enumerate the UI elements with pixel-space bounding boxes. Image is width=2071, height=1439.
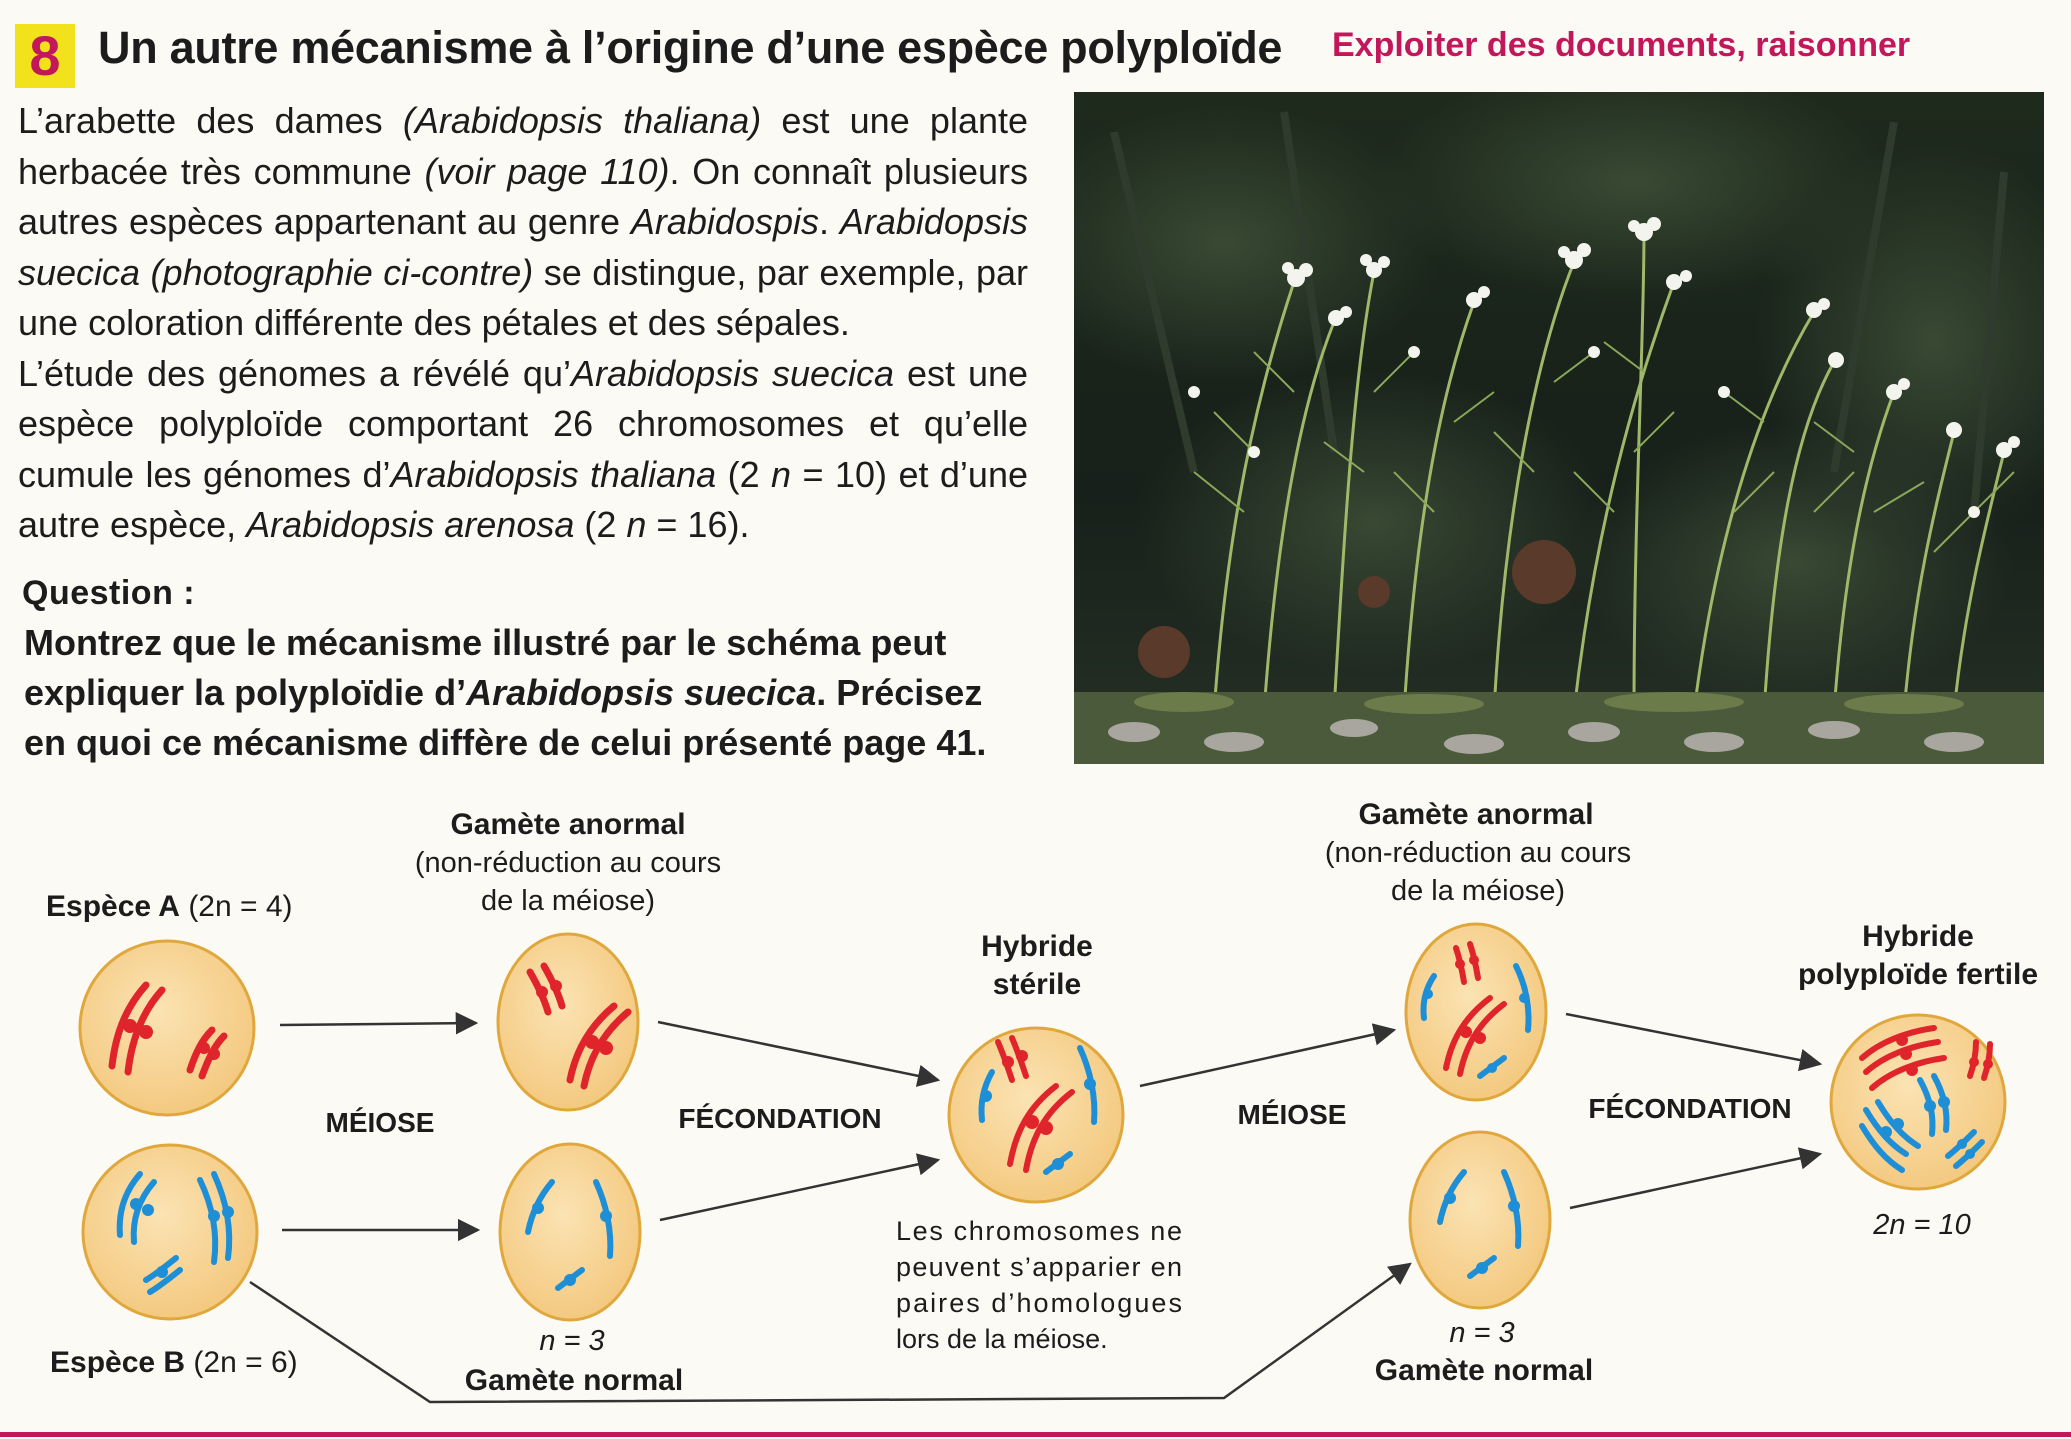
- abnormal-gamete-2-note-2: de la méiose): [1391, 875, 1565, 907]
- normal-gamete-2-cell: [1408, 1130, 1552, 1310]
- fertile-hybrid-title-2: polyploïde fertile: [1798, 958, 2038, 991]
- fertile-hybrid-centromeres: [1880, 1034, 1993, 1159]
- species-italic: Arabidopsis arenosa: [246, 504, 575, 545]
- species-italic: (Arabidopsis thaliana): [402, 100, 762, 141]
- fecondation-2-label: FÉCONDATION: [1588, 1093, 1791, 1124]
- exercise-number-badge: 8: [15, 24, 75, 88]
- page-bottom-rule: [0, 1432, 2071, 1437]
- question-label: Question :: [22, 574, 196, 612]
- normal-gamete-1-n: n = 3: [539, 1325, 604, 1357]
- sterile-note-line: peuvent s’apparier en: [896, 1252, 1182, 1282]
- sterile-hybrid-title-2: stérile: [993, 968, 1081, 1001]
- intro-paragraph-2: L’étude des génomes a révélé qu’Arabidop…: [18, 349, 1028, 551]
- intro-text-run: .: [818, 201, 840, 242]
- page-reference: (voir page 110): [424, 150, 670, 192]
- normal-gamete-2-title: Gamète normal: [1375, 1354, 1593, 1387]
- activity-tag: Exploiter des documents, raisonner: [1332, 26, 1911, 64]
- fertile-hybrid-formula: 2n = 10: [1872, 1209, 1971, 1241]
- intro-text-run: se distingue, par exemple, par une color…: [18, 251, 1029, 344]
- sterile-note-line: paires d’homologues: [896, 1288, 1182, 1318]
- sterile-hybrid-centromeres: [980, 1050, 1096, 1170]
- abnormal-gamete-1-note-2: de la méiose): [481, 885, 655, 917]
- species-b-name: Espèce B: [50, 1346, 185, 1379]
- species-italic: Arabidopsis thaliana: [390, 453, 717, 495]
- n-italic: n: [626, 504, 647, 545]
- abnormal-gamete-1-title: Gamète anormal: [450, 808, 685, 841]
- intro-text-run: . On connaît plusieurs autres espèces ap…: [18, 150, 1028, 243]
- sterile-hybrid-note: Les chromosomes ne peuvent s’apparier en…: [896, 1216, 1182, 1354]
- arrow-species-b-normal-gamete: [249, 1262, 1412, 1404]
- abnormal-gamete-2-title: Gamète anormal: [1358, 798, 1593, 831]
- species-a-formula: (2n = 4): [188, 890, 292, 923]
- question-text-run: Montrez que le mécanisme illustré par le…: [24, 622, 947, 713]
- sterile-note-line: lors de la méiose.: [896, 1324, 1108, 1354]
- abnormal-gamete-2-note-1: (non-réduction au cours: [1325, 837, 1631, 869]
- species-a-cell: [78, 939, 256, 1117]
- arrow-fecondation2-top: [1565, 1012, 1823, 1072]
- genus-italic: Arabidospis: [630, 201, 819, 242]
- meiose-1-label: MÉIOSE: [326, 1107, 435, 1138]
- intro-text-run: = 10) et d’une autre espèce,: [18, 453, 1028, 546]
- mechanism-diagram: Espèce A (2n = 4) Espèce B (2n = 6) Gamè…: [46, 798, 2038, 1404]
- normal-gamete-2-n: n = 3: [1449, 1317, 1514, 1349]
- page-title: Un autre mécanisme à l’origine d’une esp…: [98, 22, 1283, 73]
- intro-paragraph-1: L’arabette des dames (Arabidopsis thalia…: [18, 96, 1028, 349]
- sterile-hybrid-title-1: Hybride: [981, 930, 1093, 963]
- normal-gamete-1-title: Gamète normal: [465, 1364, 683, 1397]
- species-b-label: Espèce B (2n = 6): [50, 1346, 298, 1379]
- arrow-fecondation2-bottom: [1569, 1147, 1823, 1210]
- meiose-2-label: MÉIOSE: [1238, 1099, 1347, 1130]
- intro-text: L’arabette des dames (Arabidopsis thalia…: [18, 96, 1028, 551]
- species-a-name: Espèce A: [46, 890, 180, 923]
- arrow-fecondation-top: [657, 1020, 941, 1087]
- arrow-meiose-hybrid: [1139, 1023, 1397, 1088]
- abnormal-gamete-1-note-1: (non-réduction au cours: [415, 847, 721, 879]
- fecondation-1-label: FÉCONDATION: [678, 1103, 881, 1134]
- sterile-note-line: Les chromosomes ne: [896, 1216, 1182, 1246]
- question-text-run: . Précisez en quoi ce mécanisme diffère …: [24, 672, 987, 763]
- arrow-meiose-a: [279, 1011, 479, 1035]
- abnormal-gamete-2-centromeres: [1423, 955, 1529, 1073]
- arrow-fecondation-bottom: [659, 1153, 941, 1222]
- intro-text-run: L’étude des génomes a révélé qu’: [18, 352, 571, 394]
- normal-gamete-1-cell: [498, 1142, 642, 1322]
- arabidopsis-suecica-photo: [1074, 92, 2044, 764]
- diagram-arrows: [249, 1011, 1823, 1404]
- intro-text-run: est une espèce polyploïde comportant 26 …: [18, 352, 1029, 495]
- intro-text-run: L’arabette des dames: [18, 100, 403, 141]
- n-italic: n: [771, 453, 792, 495]
- species-b-formula: (2n = 6): [193, 1346, 297, 1379]
- species-italic: Arabidopsis suecica (photographie ci-con…: [18, 201, 1028, 293]
- species-a-label: Espèce A (2n = 4): [46, 890, 293, 923]
- intro-text-run: (2: [716, 453, 772, 495]
- fertile-hybrid-cell: [1829, 1013, 2007, 1191]
- species-italic: Arabidopsis suecica: [570, 352, 895, 394]
- fertile-hybrid-title-1: Hybride: [1862, 920, 1974, 953]
- intro-text-run: (2: [574, 504, 627, 545]
- question-text: Montrez que le mécanisme illustré par le…: [24, 618, 1029, 768]
- intro-text-run: = 16).: [646, 504, 750, 545]
- species-italic: Arabidopsis suecica: [466, 672, 817, 713]
- intro-text-run: est une plante herbacée très commune: [18, 100, 1029, 192]
